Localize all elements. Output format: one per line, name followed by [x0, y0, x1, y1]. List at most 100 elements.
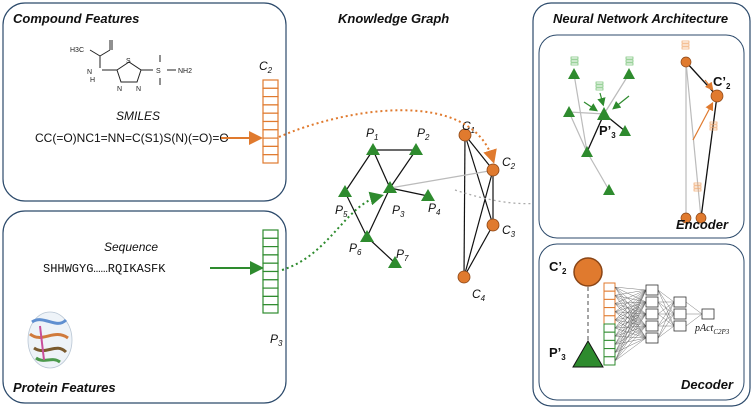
chem-s-ring: S — [126, 58, 131, 65]
kg-label-c2: C2 — [502, 155, 516, 171]
kg-label-p2: P2 — [417, 126, 430, 142]
encoder-c2-node — [710, 89, 724, 103]
vector-cell — [262, 95, 279, 106]
compound-features-panel: Compound Features H3C N H S N N S NH2 SM… — [2, 2, 287, 202]
vector-cell — [262, 145, 279, 156]
decoder-p3-node — [572, 339, 604, 368]
decoder-c2-label: C’2 — [549, 259, 567, 276]
kg-node-p3 — [383, 181, 397, 193]
decoder-input-cell — [603, 290, 616, 300]
vector-cell — [262, 87, 279, 98]
vector-cell — [262, 237, 279, 248]
protein-features-panel: Sequence SHHWGYG……RQIKASFK Protein Featu… — [2, 210, 287, 404]
kg-edge-p3-c2 — [389, 170, 490, 189]
vector-cell — [262, 304, 279, 314]
chem-h3c: H3C — [70, 47, 84, 54]
decoder-neuron — [701, 308, 715, 320]
encoder-p3-node — [597, 107, 611, 120]
chem-n2: N — [136, 86, 141, 93]
vector-cell — [262, 120, 279, 131]
vector-cell — [262, 262, 279, 273]
protein-vector-label: P3 — [270, 332, 283, 348]
decoder-neuron — [645, 296, 659, 308]
decoder-neuron — [673, 320, 687, 332]
compound-to-graph-connector — [278, 109, 497, 164]
smiles-label: SMILES — [116, 109, 160, 123]
encoder-c2-label: C’2 — [713, 74, 731, 91]
decoder-input-cell — [603, 323, 616, 333]
encoder-title: Encoder — [676, 217, 729, 232]
kg-protein-nodes — [338, 143, 435, 268]
kg-node-c2 — [486, 163, 500, 177]
kg-node-p5 — [338, 185, 352, 197]
vector-cell — [262, 295, 279, 306]
vector-cell — [262, 287, 279, 298]
kg-label-p6: P6 — [349, 241, 362, 257]
chem-nh-left: N — [87, 69, 92, 76]
protein-vector — [262, 229, 279, 314]
encoder-p3-label: P’3 — [599, 123, 616, 140]
decoder-network — [603, 282, 715, 366]
compound-structure-icon — [89, 40, 176, 85]
protein-panel-border — [2, 210, 287, 404]
vector-cell — [262, 137, 279, 148]
knowledge-graph-title: Knowledge Graph — [338, 11, 449, 26]
protein-to-graph-connector — [281, 191, 384, 271]
decoder-input-cell — [603, 307, 616, 317]
kg-label-p5: P5 — [335, 203, 348, 219]
chem-h: H — [90, 77, 95, 84]
decoder-connections — [614, 286, 703, 362]
encoder-box — [538, 34, 745, 239]
vector-cell — [262, 254, 279, 264]
nn-panel-title: Neural Network Architecture — [553, 11, 728, 26]
kg-label-c4: C4 — [472, 287, 486, 303]
kg-node-p4 — [421, 189, 435, 201]
encoder-graph — [563, 40, 724, 224]
vector-cell — [262, 154, 279, 164]
decoder-graph — [572, 257, 715, 368]
decoder-input-cell — [603, 339, 616, 350]
decoder-input-cell — [603, 348, 616, 358]
vector-cell — [262, 104, 279, 114]
kg-edges — [344, 134, 494, 278]
decoder-neuron — [645, 308, 659, 320]
decoder-neuron — [673, 296, 687, 308]
chem-s-sulf: S — [156, 68, 161, 75]
decoder-neuron — [673, 308, 687, 320]
kg-node-p1 — [366, 143, 380, 155]
kg-node-p7 — [388, 256, 402, 268]
kg-label-p7: P7 — [396, 247, 409, 263]
protein-panel-title: Protein Features — [13, 380, 116, 395]
kg-node-c4 — [457, 270, 471, 284]
decoder-input-cell — [603, 298, 616, 309]
decoder-input-cell — [603, 331, 616, 341]
decoder-output-label: pActC2P3 — [694, 323, 730, 336]
kg-compound-nodes — [457, 128, 500, 284]
decoder-neuron — [645, 332, 659, 344]
vector-cell — [262, 79, 279, 89]
knowledge-graph: Knowledge Graph — [335, 11, 516, 303]
decoder-neuron — [645, 284, 659, 296]
protein-structure-icon — [27, 311, 73, 369]
vector-cell — [262, 279, 279, 289]
vector-cell — [262, 112, 279, 123]
vector-cell — [262, 129, 279, 139]
graph-to-nn-connector — [454, 189, 543, 209]
kg-node-p2 — [409, 143, 423, 155]
kg-node-c1 — [458, 128, 472, 142]
compound-panel-title: Compound Features — [13, 11, 139, 26]
compound-panel-border — [2, 2, 287, 202]
decoder-input-cell — [603, 356, 616, 366]
compound-vector-label: C2 — [259, 59, 273, 75]
nn-architecture-panel: Neural Network Architecture — [532, 2, 751, 407]
vector-cell — [262, 270, 279, 281]
kg-label-p3: P3 — [392, 203, 405, 219]
kg-label-p4: P4 — [428, 201, 441, 217]
decoder-input-cell — [603, 315, 616, 325]
decoder-c2-node — [573, 257, 603, 287]
kg-node-c3 — [486, 218, 500, 232]
sequence-label: Sequence — [104, 240, 158, 254]
chem-n1: N — [117, 86, 122, 93]
smiles-value: CC(=O)NC1=NN=C(S1)S(N)(=O)=O — [35, 131, 229, 145]
chem-nh2: NH2 — [178, 68, 192, 75]
